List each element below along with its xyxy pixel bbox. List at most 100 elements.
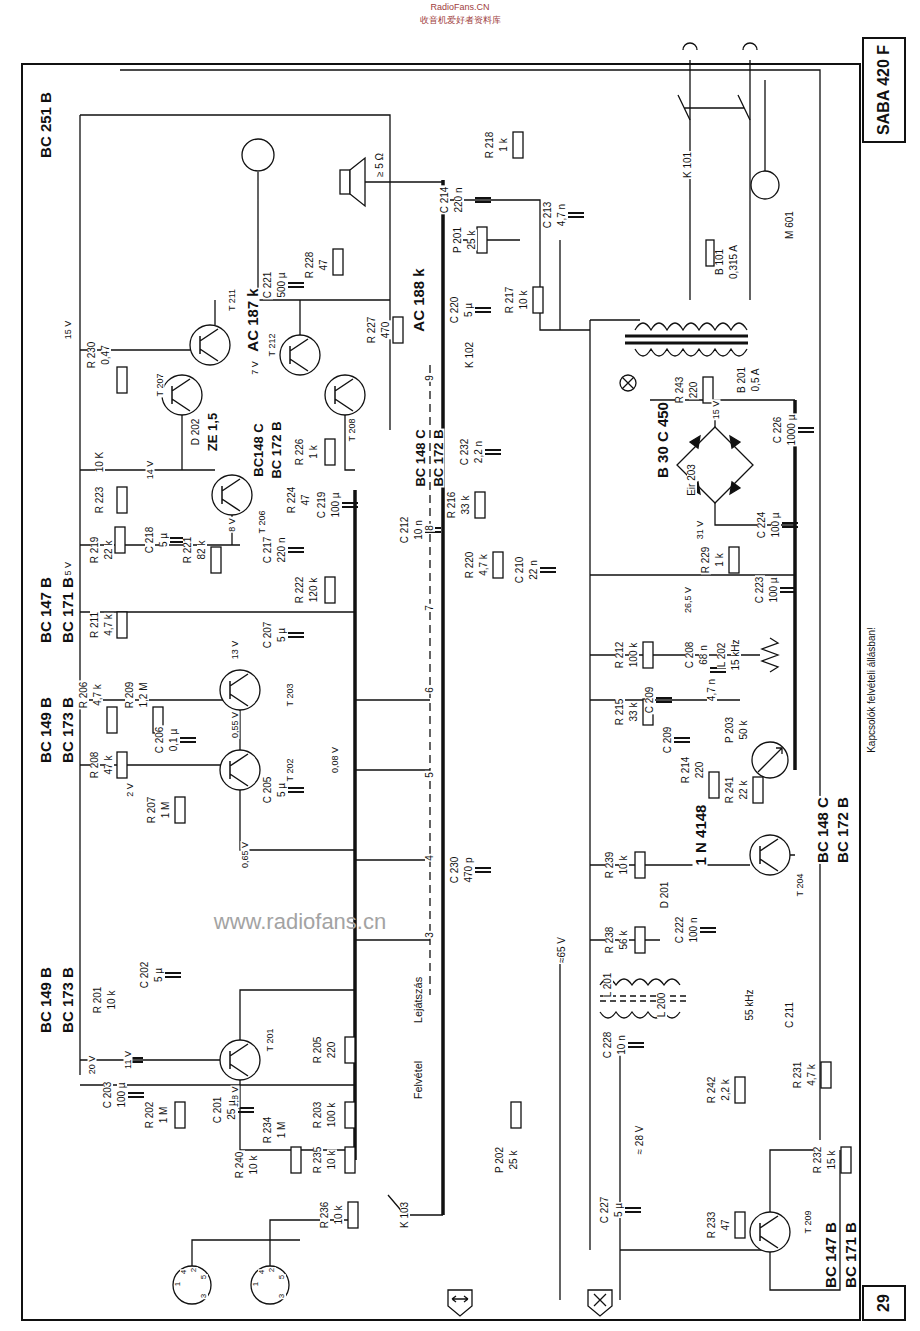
part-label: 4,7 k xyxy=(104,613,114,637)
transistor-symbol xyxy=(220,1040,260,1080)
resistor-symbol xyxy=(735,1212,745,1238)
part-label: 1 k xyxy=(499,137,509,152)
part-label: C 221 xyxy=(263,271,273,300)
part-label: 4,7 k xyxy=(93,683,103,707)
part-label: R 201 xyxy=(93,986,103,1015)
capacitor-symbol xyxy=(128,1093,144,1097)
part-label: 220 xyxy=(689,381,699,400)
capacitor-symbol xyxy=(288,548,304,552)
part-label: L 201 xyxy=(603,972,613,999)
part-label: K 102 xyxy=(465,341,475,369)
resistor-symbol xyxy=(393,317,403,343)
part-label: K 103 xyxy=(400,1201,410,1229)
transistor-symbol xyxy=(750,1212,790,1252)
resistor-symbol xyxy=(325,577,335,603)
part-label: P 203 xyxy=(725,716,735,744)
part-label: R 211 xyxy=(90,611,100,639)
capacitor-symbol xyxy=(288,283,304,287)
part-label: R 208 xyxy=(90,751,100,780)
capacitor-symbol xyxy=(674,738,690,742)
frame xyxy=(22,64,860,1320)
part-label: 1 xyxy=(174,1281,182,1287)
capacitor-symbol xyxy=(342,503,358,507)
part-label: 220 n xyxy=(277,536,287,563)
part-label: 55 kHz xyxy=(745,988,755,1021)
part-label: L 200 xyxy=(657,992,667,1019)
coil-core xyxy=(600,996,690,1001)
part-label: 2,2 k xyxy=(721,1078,731,1102)
capacitor-symbol xyxy=(180,738,196,742)
part-label: C 209 xyxy=(645,686,655,715)
part-label: R 224 xyxy=(287,486,297,515)
part-label: B 101 xyxy=(715,248,725,276)
part-label: 33 k xyxy=(629,702,639,723)
part-label: C 222 xyxy=(675,916,685,945)
part-label: C 230 xyxy=(450,856,460,885)
resistor-symbol xyxy=(175,1102,185,1128)
transformer-core xyxy=(625,336,748,343)
part-label: 5 µ xyxy=(277,782,287,798)
part-label: R 218 xyxy=(485,131,495,160)
part-label: R 203 xyxy=(313,1101,323,1130)
part-label: 22 n xyxy=(529,559,539,580)
part-label: B 30 C 450 xyxy=(655,401,670,479)
capacitor-symbol xyxy=(475,308,491,312)
part-label: R 233 xyxy=(707,1211,717,1240)
part-label: R 239 xyxy=(605,851,615,880)
part-label: C 223 xyxy=(755,576,765,605)
capacitor-symbol xyxy=(238,1108,254,1112)
part-label: 13 V xyxy=(231,640,240,661)
part-label: 5 µ xyxy=(277,627,287,643)
part-label: 47 xyxy=(721,1218,731,1231)
part-label: 10 K xyxy=(95,451,105,474)
capacitor-symbol xyxy=(782,523,798,527)
resistor-symbol xyxy=(513,132,523,158)
part-label: R 243 xyxy=(675,376,685,405)
transistor-symbol xyxy=(190,325,230,365)
part-label: P 202 xyxy=(495,1146,505,1174)
capacitor-symbol xyxy=(540,568,556,572)
part-label: C 226 xyxy=(773,416,783,445)
title-box: 29 xyxy=(862,1285,906,1321)
mains-switch xyxy=(678,43,757,120)
part-label: 5 µ xyxy=(464,302,474,318)
part-label: 22 k xyxy=(104,540,114,561)
part-label: 8 xyxy=(425,524,435,532)
part-label: 0,65 V xyxy=(241,841,250,869)
part-label: C 227 xyxy=(600,1196,610,1225)
part-label: C 228 xyxy=(603,1031,613,1060)
ground-bus xyxy=(355,180,795,1215)
part-label: 31 V xyxy=(696,520,705,541)
part-label: BC 172 B xyxy=(270,420,283,479)
part-label: BC 149 B xyxy=(38,696,53,764)
part-label: 4 xyxy=(180,1269,188,1275)
part-label: T 207 xyxy=(156,373,165,398)
capacitor-symbol xyxy=(656,698,672,702)
part-label: T 211 xyxy=(228,288,237,312)
part-label: BC 148 C xyxy=(815,796,830,864)
part-label: 56 k xyxy=(619,930,629,951)
connector-symbol xyxy=(448,1290,472,1316)
part-label: 15 kHz xyxy=(731,638,741,671)
part-label: www.radiofans.cn xyxy=(213,911,387,933)
part-label: C 219 xyxy=(317,491,327,520)
part-label: 1 N 4148 xyxy=(693,804,708,867)
part-label: C 224 xyxy=(757,511,767,540)
part-label: R 206 xyxy=(79,681,89,710)
part-label: 6 xyxy=(425,686,435,694)
resistor-symbol xyxy=(345,1147,355,1173)
capacitor-symbol xyxy=(710,668,726,672)
part-label: 10 k xyxy=(619,855,629,876)
part-label: 1 M xyxy=(161,801,171,820)
part-label: R 223 xyxy=(95,486,105,515)
part-label: 220 n xyxy=(454,186,464,213)
resistor-symbol xyxy=(117,367,127,393)
part-label: 2 xyxy=(268,1267,276,1273)
part-label: R 205 xyxy=(313,1036,323,1065)
part-label: C 210 xyxy=(515,556,525,585)
capacitor-symbol xyxy=(165,973,181,977)
part-label: Kapcsolók felvételi állásban! xyxy=(867,626,877,754)
part-label: 3 xyxy=(200,1293,208,1299)
part-label: R 240 xyxy=(235,1151,245,1180)
